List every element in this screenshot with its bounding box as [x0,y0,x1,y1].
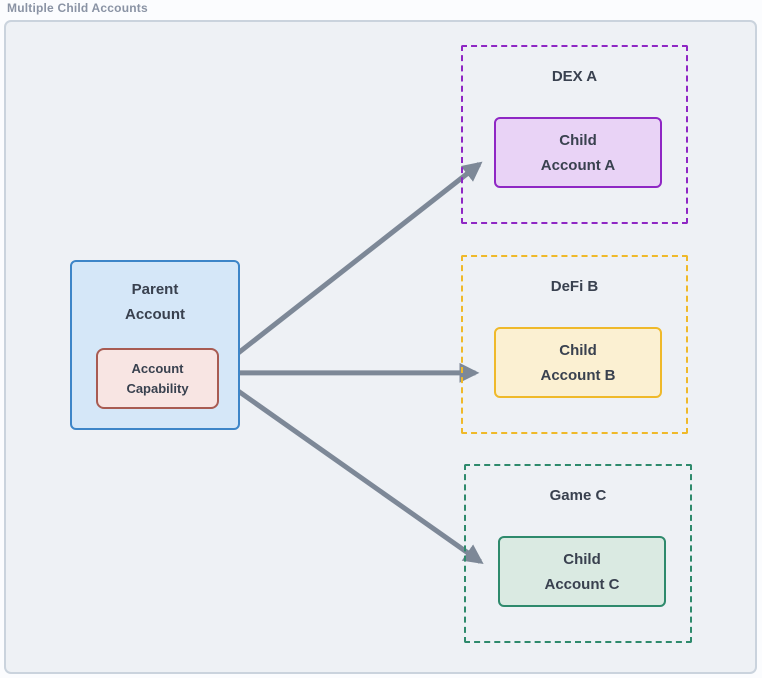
child-c-label-line1: Child [563,550,601,568]
parent-account-label: Parent Account [125,277,185,327]
group-game-c-label: Game C [549,487,607,504]
child-account-a-node: Child Account A [494,117,662,188]
child-c-label-line2: Account C [544,575,620,593]
group-defi-b: DeFi B Child Account B [461,255,688,434]
child-b-label-line2: Account B [540,366,616,384]
figure-title: Multiple Child Accounts [7,1,148,15]
child-account-b-node: Child Account B [494,327,662,398]
group-defi-b-label: DeFi B [550,278,599,295]
capability-label-line1: Account [131,360,184,376]
arrow-parent-to-child-a [216,161,483,371]
parent-account-node: Parent Account Account Capability [70,260,240,430]
capability-label-line2: Capability [126,380,189,396]
child-b-label-line1: Child [559,341,597,359]
child-a-label-line2: Account A [540,156,616,174]
diagram-canvas: Parent Account Account Capability DEX A … [4,20,757,674]
arrow-parent-to-child-c [216,374,484,564]
parent-label-line2: Account [125,306,185,323]
group-game-c: Game C Child Account C [464,464,692,643]
child-account-c-node: Child Account C [498,536,666,607]
account-capability-node: Account Capability [96,348,219,409]
group-dex-a: DEX A Child Account A [461,45,688,224]
group-dex-a-label: DEX A [551,68,598,85]
child-a-label-line1: Child [559,131,597,149]
parent-label-line1: Parent [131,281,179,298]
